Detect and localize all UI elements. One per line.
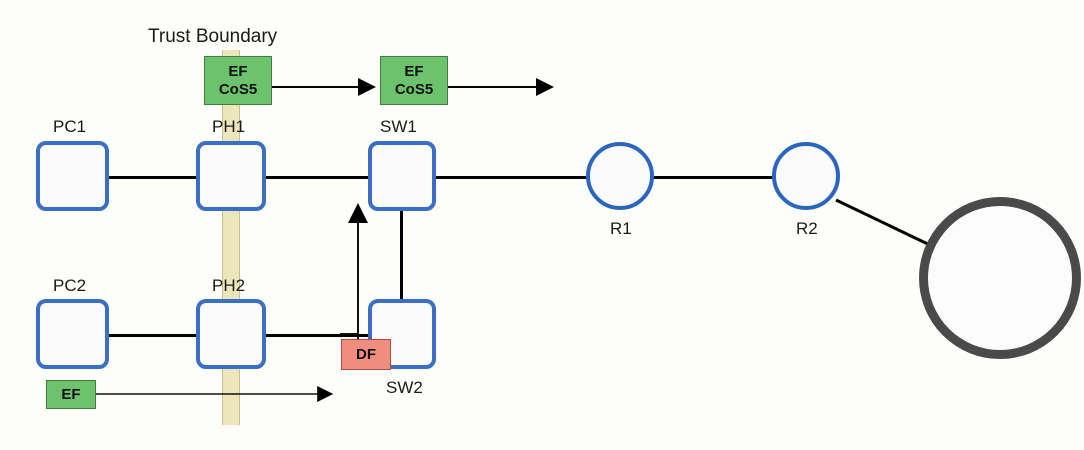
sw1-qos-line1: EF [404, 63, 424, 81]
sw2-qos-tag: DF [341, 339, 391, 370]
link-sw1-sw2 [400, 205, 403, 305]
link-pc1-ph1 [108, 176, 198, 179]
cloud-node[interactable] [919, 197, 1081, 359]
pc1-label: PC1 [53, 117, 87, 136]
pc2-qos-line1: EF [61, 385, 81, 403]
ph2-label: PH2 [212, 276, 246, 295]
sw1-qos-line2: CoS5 [394, 80, 434, 98]
r2-label: R2 [796, 219, 818, 238]
ph1-qos-line1: EF [228, 63, 248, 81]
ph2-node[interactable] [196, 299, 266, 369]
pc2-qos-tag: EF [46, 380, 96, 409]
link-pc2-ph2 [108, 334, 198, 337]
link-ph2-sw2 [264, 334, 376, 337]
r1-node[interactable] [586, 142, 654, 210]
link-sw1-r1 [434, 176, 589, 179]
pc2-label: PC2 [53, 276, 87, 295]
ph1-qos-line2: CoS5 [218, 80, 258, 98]
pc2-node[interactable] [36, 299, 109, 369]
link-r1-r2 [652, 176, 776, 179]
sw2-label: SW2 [386, 378, 423, 397]
r1-label: R1 [610, 219, 632, 238]
ph1-qos-tag: EF CoS5 [204, 56, 272, 105]
ph1-node[interactable] [196, 141, 266, 211]
ph1-label: PH1 [212, 117, 246, 136]
page-title: Trust Boundary [148, 26, 278, 47]
sw1-node[interactable] [368, 141, 436, 211]
link-ph1-sw1 [264, 176, 374, 179]
sw1-label: SW1 [380, 117, 417, 136]
link-r2-cloud [835, 198, 935, 249]
sw2-qos-line1: DF [356, 345, 376, 363]
r2-node[interactable] [772, 142, 840, 210]
sw1-qos-tag: EF CoS5 [380, 56, 448, 105]
pc1-node[interactable] [36, 141, 109, 211]
